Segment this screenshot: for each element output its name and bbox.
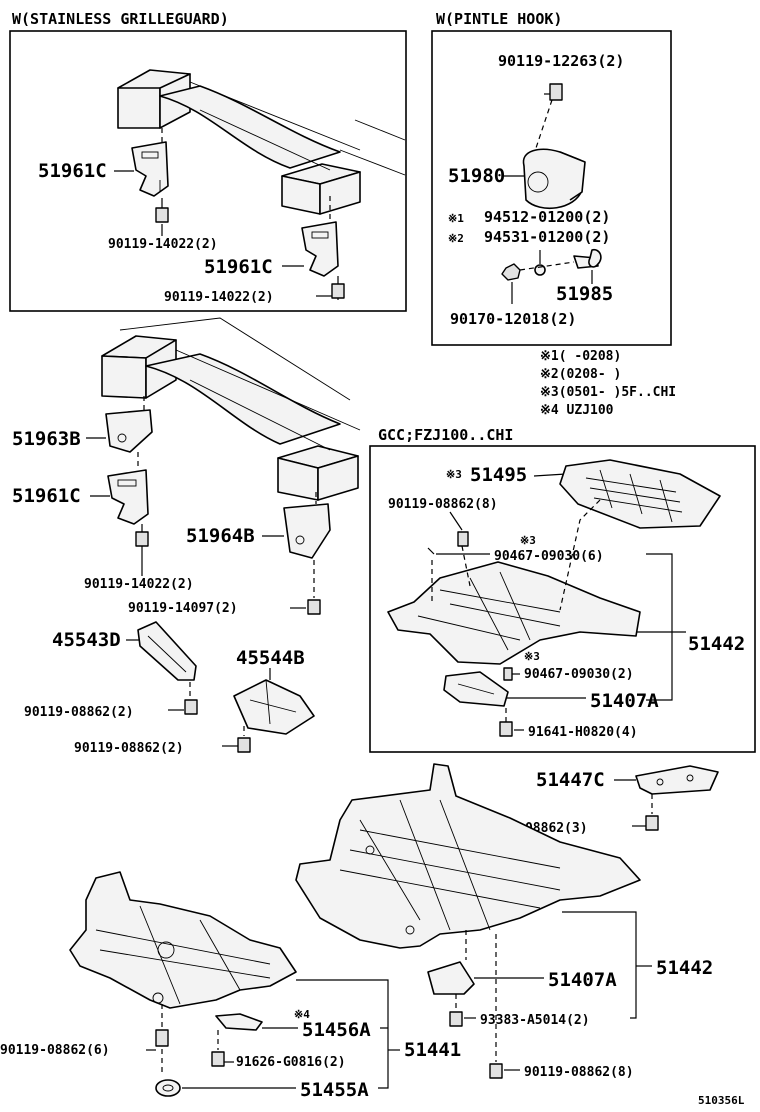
label-90467-b: 90467-09030(2)	[524, 667, 634, 682]
label-90119-14022-a: 90119-14022(2)	[108, 237, 218, 252]
label-45543D: 45543D	[52, 629, 121, 651]
guide-pintle-a	[535, 99, 553, 149]
bracket-51447C	[635, 765, 719, 795]
note-3: ※3(0501- )5F..CHI	[540, 385, 676, 400]
label-90119-08862-a: 90119-08862(2)	[24, 705, 134, 720]
label-51447C: 51447C	[536, 769, 605, 791]
bolt-08862-3	[645, 815, 659, 831]
label-51442-a: 51442	[688, 633, 745, 655]
grilleguard-frame	[9, 30, 407, 312]
pintle-title: W(PINTLE HOOK)	[436, 10, 562, 28]
skid-plate-main-51442	[295, 763, 641, 949]
label-51455A: 51455A	[300, 1079, 369, 1101]
pintle-mount-51980	[522, 148, 586, 209]
skid-plate-gcc	[387, 561, 641, 665]
bolt-90467-b	[503, 667, 513, 681]
label-51980: 51980	[448, 165, 505, 187]
note-4: ※4 UZJ100	[540, 403, 614, 418]
label-94512: 94512-01200(2)	[484, 208, 610, 226]
label-90467-a: 90467-09030(6)	[494, 549, 604, 564]
label-90119-08862-8a: 90119-08862(8)	[388, 497, 498, 512]
figure-code: 510356L	[698, 1094, 745, 1107]
label-51456A: 51456A	[302, 1019, 371, 1041]
label-91626: 91626-G0816(2)	[236, 1055, 346, 1070]
bolt-08862-6	[155, 1029, 169, 1047]
bracket-51964B	[283, 503, 331, 559]
label-90119-12263: 90119-12263(2)	[498, 52, 624, 70]
label-51441: 51441	[404, 1039, 461, 1061]
label-51963B: 51963B	[12, 428, 81, 450]
bolt-12263	[544, 83, 563, 101]
note-1: ※1( -0208)	[540, 349, 621, 364]
pintle-hook-frame	[431, 30, 672, 346]
label-90119-14022-b: 90119-14022(2)	[164, 290, 274, 305]
label-90119-14022-c: 90119-14022(2)	[84, 577, 194, 592]
bolt-91626	[211, 1051, 225, 1067]
label-90119-08862-8b: 90119-08862(8)	[524, 1065, 634, 1080]
hook-51961C-a	[131, 141, 169, 197]
bolt-08862-b	[237, 737, 251, 753]
label-51495: 51495	[470, 464, 527, 486]
bolt-08862-8a	[457, 531, 469, 547]
plate-51456A	[215, 1013, 263, 1031]
label-51961C-a: 51961C	[38, 160, 107, 182]
mark-3b: ※3	[520, 534, 536, 547]
guide-pintle-b	[519, 261, 575, 271]
bolt-c	[135, 524, 149, 548]
guide-mid-b	[313, 492, 317, 598]
grommet-51455A	[155, 1079, 181, 1097]
bracket-51963B	[105, 409, 153, 453]
gcc-frame	[369, 445, 756, 753]
bolt-93383	[449, 1011, 463, 1027]
hook-51961C-c	[107, 469, 149, 525]
label-93383: 93383-A5014(2)	[480, 1013, 590, 1028]
label-45544B: 45544B	[236, 647, 305, 669]
mark-4: ※4	[294, 1008, 310, 1021]
guide-lower-a	[455, 930, 497, 1062]
plate-45543D	[137, 621, 197, 681]
gcc-title: GCC;FZJ100..CHI	[378, 426, 513, 444]
nuts-pintle	[501, 248, 602, 281]
label-51407A-b: 51407A	[548, 969, 617, 991]
guide-gcc-a	[431, 499, 601, 611]
bolt-b	[331, 276, 345, 300]
hook-51961C-b	[301, 221, 339, 277]
label-94531: 94531-01200(2)	[484, 228, 610, 246]
label-51442-b: 51442	[656, 957, 713, 979]
mark-1: ※1	[448, 212, 464, 225]
bolt-a	[155, 198, 169, 223]
plate-45544B	[233, 679, 315, 735]
label-51961C-b: 51961C	[204, 256, 273, 278]
label-51964B: 51964B	[186, 525, 255, 547]
label-90119-14097: 90119-14097(2)	[128, 601, 238, 616]
cover-51495	[559, 459, 721, 529]
mark-3c: ※3	[524, 650, 540, 663]
label-51407A-a: 51407A	[590, 690, 659, 712]
guide-mid-a	[137, 396, 145, 470]
frame-rail-top	[117, 69, 406, 215]
mark-2: ※2	[448, 232, 464, 245]
bracket-51407A-a	[443, 671, 509, 707]
skid-plate-front-51441	[69, 871, 297, 1009]
label-51985: 51985	[556, 283, 613, 305]
label-90119-08862-6: 90119-08862(6)	[0, 1043, 110, 1058]
bolt-14097	[307, 599, 321, 615]
grilleguard-title: W(STAINLESS GRILLEGUARD)	[12, 10, 229, 28]
mark-3a: ※3	[446, 468, 462, 481]
label-51961C-c: 51961C	[12, 485, 81, 507]
label-90119-08862-b: 90119-08862(2)	[74, 741, 184, 756]
frame-rail-main	[101, 317, 361, 501]
label-90170: 90170-12018(2)	[450, 310, 576, 328]
note-2: ※2(0208- )	[540, 367, 621, 382]
label-91641: 91641-H0820(4)	[528, 725, 638, 740]
bolt-91641	[499, 721, 513, 737]
bracket-51407A-b	[427, 961, 475, 995]
guide-lines-a	[161, 128, 331, 222]
bolt-08862-a	[184, 699, 198, 715]
bolt-08862-8b	[489, 1063, 503, 1079]
